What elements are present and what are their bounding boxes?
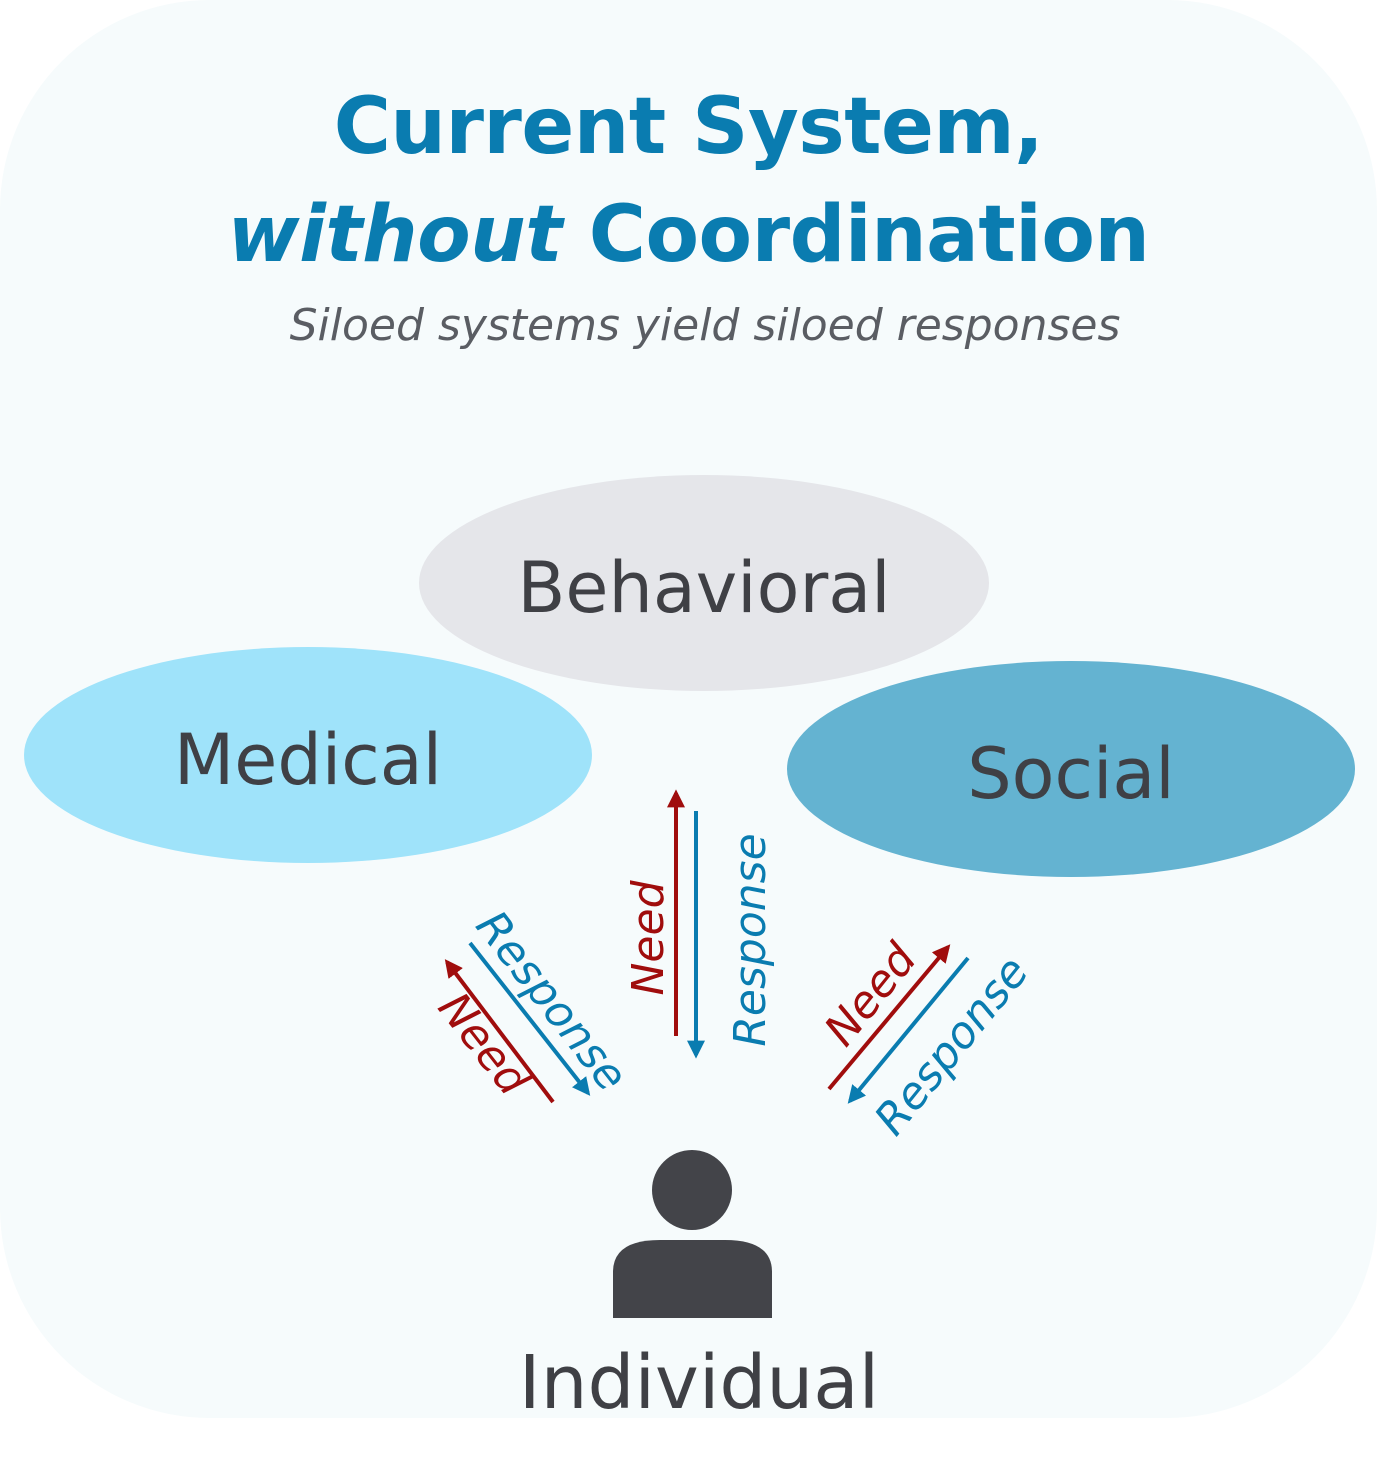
- medical-response-arrow: [468, 941, 591, 1096]
- social-label: Social: [967, 733, 1175, 815]
- subtitle: Siloed systems yield siloed responses: [289, 300, 1121, 351]
- behavioral-response-label: Response: [725, 833, 776, 1046]
- social-need-arrow: [827, 944, 951, 1091]
- title-line-1: Current System,: [333, 82, 1044, 172]
- title-line-2: without Coordination: [0, 196, 1377, 274]
- person-icon: [613, 1150, 772, 1318]
- title-emphasis: without: [227, 190, 563, 280]
- behavioral-label: Behavioral: [517, 547, 890, 629]
- social-node: [787, 661, 1355, 877]
- medical-label: Medical: [174, 719, 442, 801]
- title-rest: Coordination: [562, 190, 1150, 280]
- behavioral-node: [419, 475, 989, 691]
- behavioral-need-label: Need: [623, 879, 674, 995]
- individual-label: Individual: [519, 1340, 879, 1426]
- medical-node: [24, 647, 592, 863]
- medical-need-arrow: [444, 959, 555, 1104]
- social-response-arrow: [847, 956, 970, 1104]
